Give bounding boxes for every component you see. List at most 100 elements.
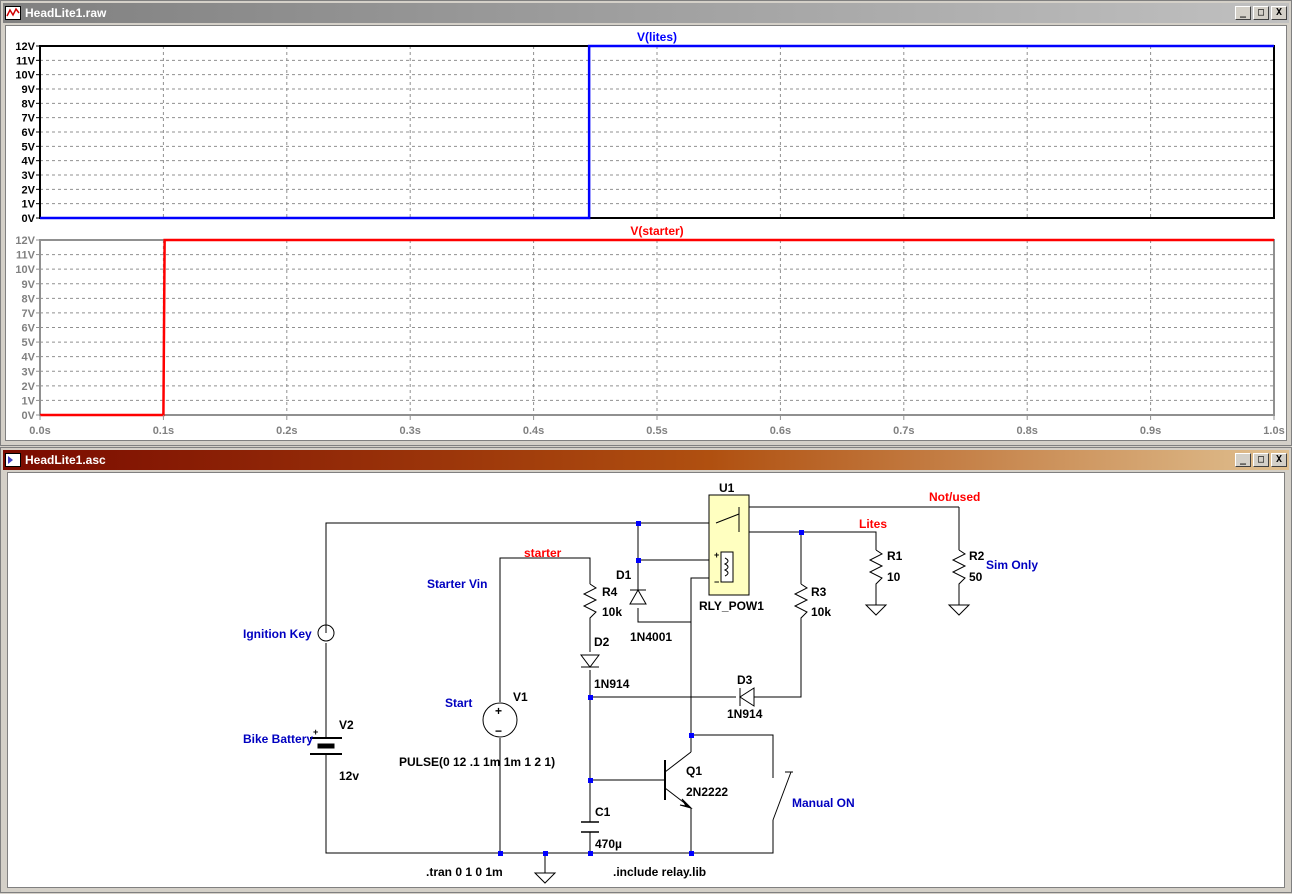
x-tick-label: 0.8s bbox=[1016, 425, 1037, 437]
y-tick-label: 8V bbox=[22, 293, 36, 305]
svg-text:+: + bbox=[313, 727, 318, 737]
x-tick-label: 0.7s bbox=[893, 425, 914, 437]
d2-value: 1N914 bbox=[594, 677, 630, 691]
resistor-r3[interactable] bbox=[793, 583, 809, 622]
svg-text:−: − bbox=[495, 724, 502, 738]
d1-label: D1 bbox=[616, 568, 632, 582]
y-tick-label: 5V bbox=[22, 141, 36, 153]
x-tick-label: 1.0s bbox=[1263, 425, 1284, 437]
relay-u1[interactable]: + − bbox=[708, 494, 750, 596]
y-tick-label: 11V bbox=[16, 55, 36, 67]
r1-value: 10 bbox=[887, 570, 901, 584]
y-tick-label: 6V bbox=[22, 323, 36, 335]
y-tick-label: 4V bbox=[22, 352, 36, 364]
close-button[interactable]: X bbox=[1271, 6, 1287, 20]
waveform-window-title: HeadLite1.raw bbox=[25, 6, 107, 20]
minimize-button[interactable]: _ bbox=[1235, 453, 1251, 467]
y-tick-label: 3V bbox=[22, 366, 36, 378]
r3-value: 10k bbox=[811, 605, 831, 619]
r3-label: R3 bbox=[811, 585, 827, 599]
d3-label: D3 bbox=[737, 673, 753, 687]
diode-d2[interactable] bbox=[580, 654, 600, 668]
schematic-drawing[interactable]: + − bbox=[8, 473, 1286, 889]
capacitor-c1[interactable] bbox=[581, 821, 599, 833]
close-button[interactable]: X bbox=[1271, 453, 1287, 467]
minimize-button[interactable]: _ bbox=[1235, 6, 1251, 20]
y-tick-label: 11V bbox=[16, 250, 36, 262]
r1-label: R1 bbox=[887, 549, 903, 563]
schematic-window-title: HeadLite1.asc bbox=[25, 453, 106, 467]
y-tick-label: 5V bbox=[22, 337, 36, 349]
d2-label: D2 bbox=[594, 635, 610, 649]
x-tick-label: 0.9s bbox=[1140, 425, 1161, 437]
waveform-icon bbox=[5, 6, 21, 20]
net-label-not-used: Not/used bbox=[929, 490, 980, 504]
trace-line bbox=[40, 44, 1274, 220]
waveform-titlebar[interactable]: HeadLite1.raw _ □ X bbox=[3, 3, 1289, 23]
resistor-r1[interactable] bbox=[868, 549, 884, 587]
r2-label: R2 bbox=[969, 549, 985, 563]
svg-text:+: + bbox=[714, 550, 719, 560]
y-tick-label: 12V bbox=[15, 41, 35, 53]
svg-text:+: + bbox=[495, 704, 502, 718]
d1-value: 1N4001 bbox=[630, 630, 672, 644]
r4-label: R4 bbox=[602, 585, 618, 599]
x-tick-label: 0.5s bbox=[646, 425, 667, 437]
y-tick-label: 7V bbox=[22, 308, 36, 320]
relay-model: RLY_POW1 bbox=[699, 599, 764, 613]
manual-on-switch[interactable] bbox=[772, 771, 793, 821]
u1-label: U1 bbox=[719, 481, 735, 495]
y-tick-label: 1V bbox=[22, 199, 36, 211]
x-tick-label: 0.2s bbox=[276, 425, 297, 437]
x-tick-label: 0.4s bbox=[523, 425, 544, 437]
diode-d3[interactable] bbox=[739, 687, 755, 707]
d3-value: 1N914 bbox=[727, 707, 763, 721]
y-tick-label: 10V bbox=[15, 264, 35, 276]
y-tick-label: 2V bbox=[22, 381, 36, 393]
q1-label: Q1 bbox=[686, 764, 702, 778]
y-tick-label: 7V bbox=[22, 113, 36, 125]
spice-directive-tran: .tran 0 1 0 1m bbox=[426, 865, 503, 879]
voltage-source-v1[interactable]: + − bbox=[482, 702, 518, 738]
net-label-starter: starter bbox=[524, 546, 562, 560]
y-tick-label: 6V bbox=[22, 127, 36, 139]
y-tick-label: 3V bbox=[22, 170, 36, 182]
v1-value: PULSE(0 12 .1 1m 1m 1 2 1) bbox=[399, 755, 555, 769]
resistor-r4[interactable] bbox=[582, 583, 598, 624]
x-tick-label: 0.1s bbox=[153, 425, 174, 437]
schematic-canvas[interactable]: + − bbox=[7, 472, 1285, 888]
ground-symbols bbox=[533, 604, 971, 884]
y-tick-label: 9V bbox=[22, 279, 36, 291]
r2-value: 50 bbox=[969, 570, 983, 584]
c1-value: 470µ bbox=[595, 837, 622, 851]
schematic-window: HeadLite1.asc _ □ X bbox=[0, 447, 1292, 893]
spice-directive-include: .include relay.lib bbox=[613, 865, 706, 879]
maximize-button[interactable]: □ bbox=[1253, 6, 1269, 20]
v2-label: V2 bbox=[339, 718, 354, 732]
v2-value: 12v bbox=[339, 769, 359, 783]
schematic-titlebar[interactable]: HeadLite1.asc _ □ X bbox=[3, 450, 1289, 470]
resistor-r2[interactable] bbox=[951, 549, 967, 587]
trace-title: V(starter) bbox=[630, 224, 683, 238]
y-tick-label: 10V bbox=[15, 70, 35, 82]
wires bbox=[325, 506, 960, 873]
y-tick-label: 9V bbox=[22, 84, 36, 96]
diode-d1[interactable] bbox=[629, 588, 647, 605]
x-tick-label: 0.0s bbox=[29, 425, 50, 437]
y-tick-label: 1V bbox=[22, 395, 36, 407]
battery-v2[interactable]: + bbox=[310, 727, 342, 761]
r4-value: 10k bbox=[602, 605, 622, 619]
y-tick-label: 2V bbox=[22, 184, 36, 196]
maximize-button[interactable]: □ bbox=[1253, 453, 1269, 467]
junction-dots bbox=[498, 521, 804, 856]
transistor-q1[interactable] bbox=[664, 751, 693, 809]
x-tick-label: 0.3s bbox=[399, 425, 420, 437]
waveform-window: HeadLite1.raw _ □ X 0V 1V 2V 3V 4V 5V 6V 7V 8V 9V… bbox=[0, 0, 1292, 446]
comment-sim-only: Sim Only bbox=[986, 558, 1038, 572]
ignition-key-switch[interactable] bbox=[317, 624, 335, 642]
y-tick-label: 12V bbox=[15, 235, 35, 247]
waveform-plot-area[interactable]: 0V1V2V3V4V5V6V7V8V9V10V11V12VV(lites)0V1… bbox=[6, 26, 1288, 442]
y-tick-label: 0V bbox=[22, 213, 36, 225]
svg-text:−: − bbox=[714, 577, 719, 587]
